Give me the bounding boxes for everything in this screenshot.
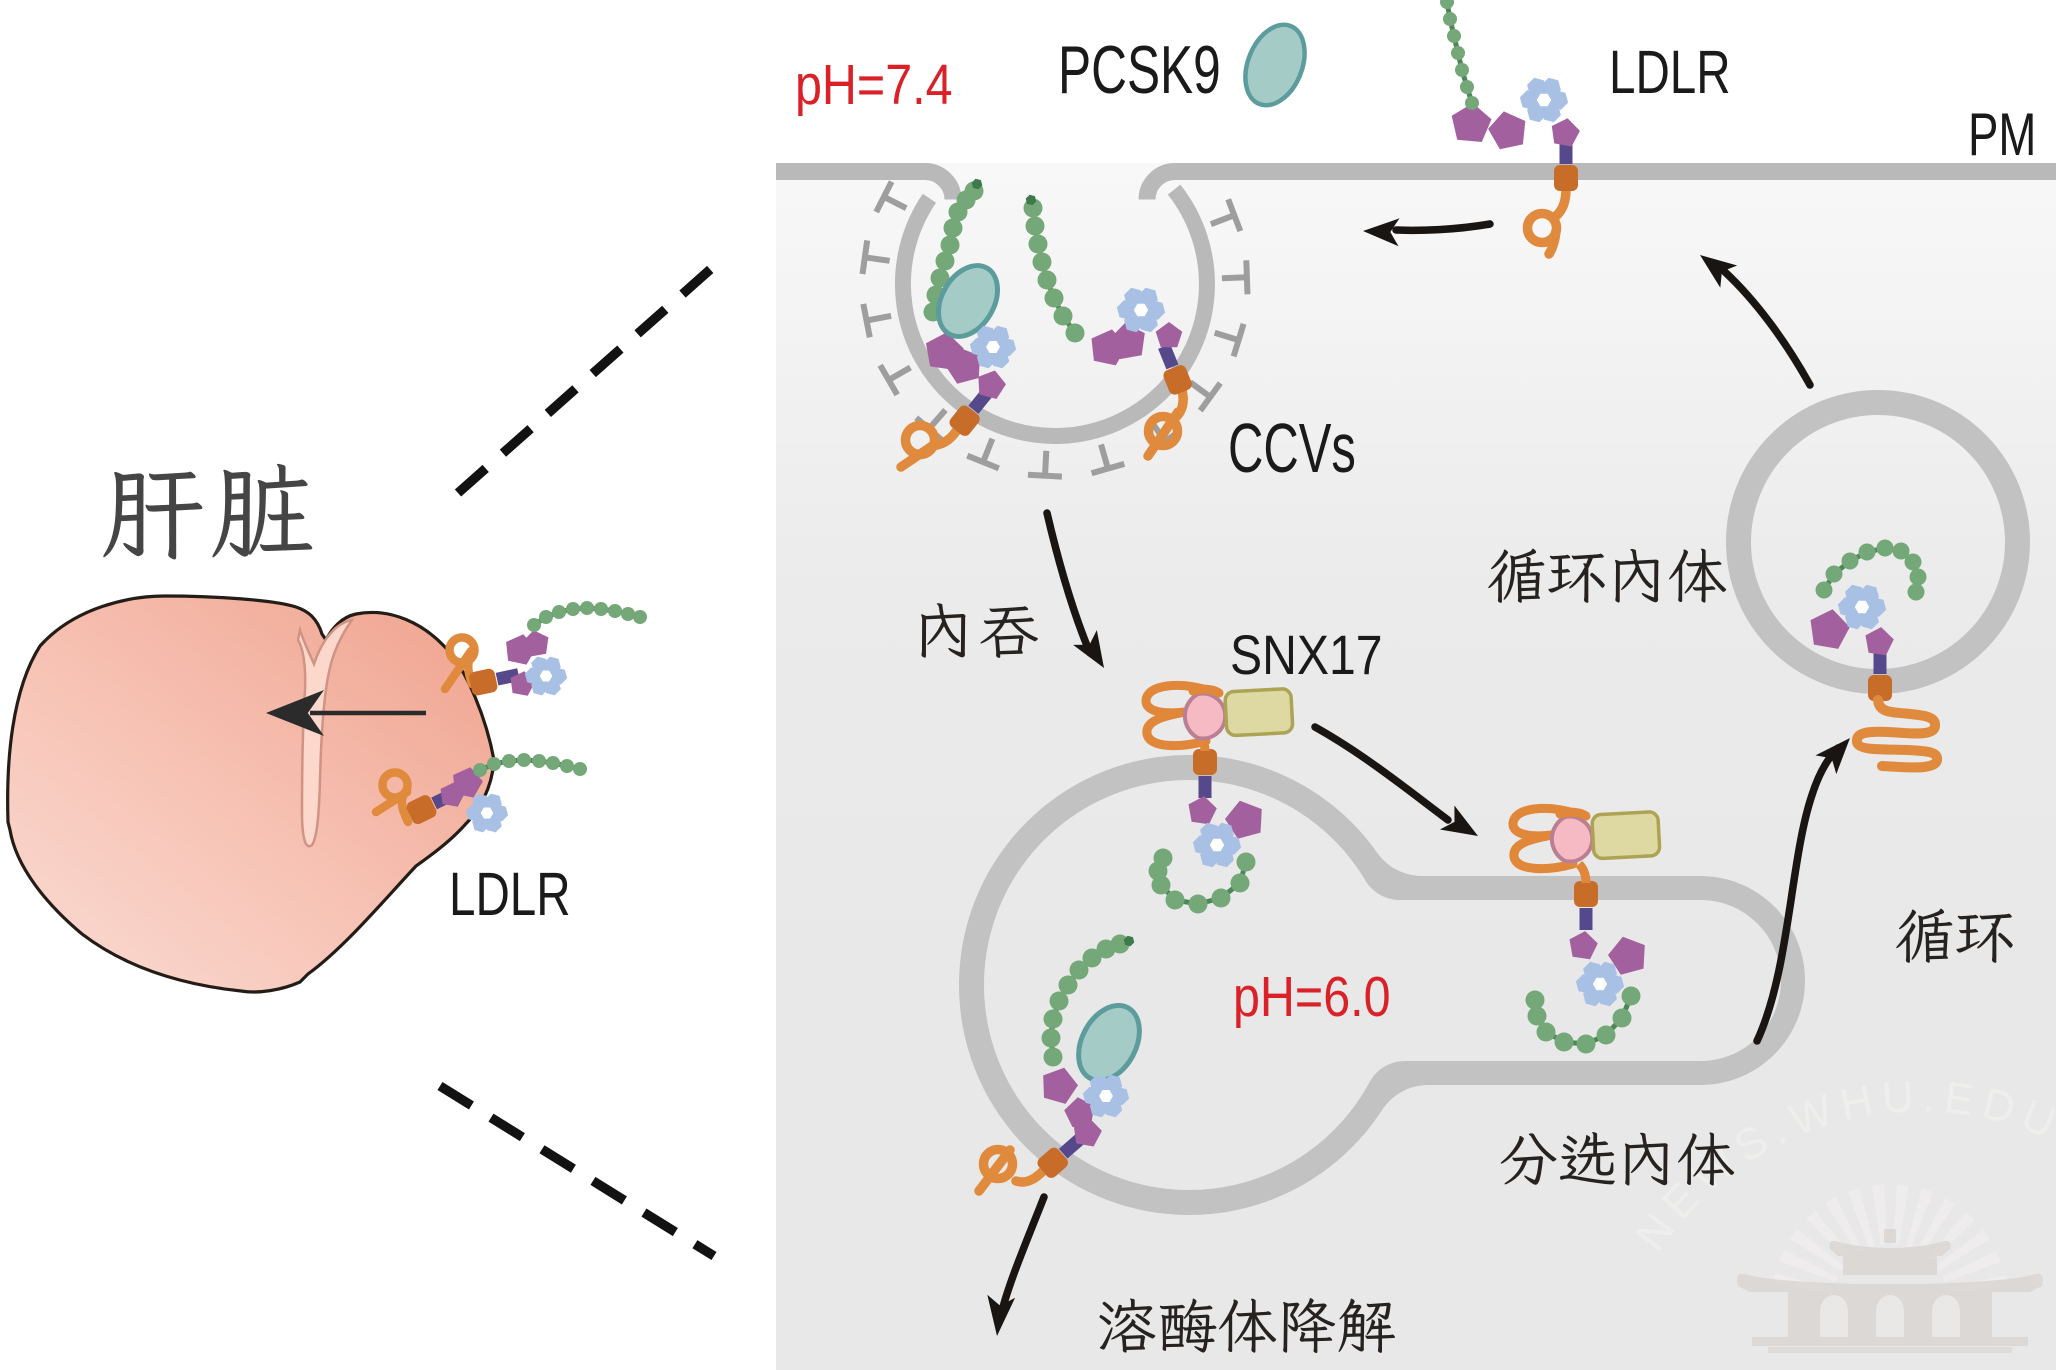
svg-text:PCSK9: PCSK9 — [1058, 31, 1221, 108]
svg-text:CCVs: CCVs — [1228, 408, 1356, 487]
svg-text:PM: PM — [1968, 102, 2036, 168]
svg-text:LDLR: LDLR — [449, 859, 571, 928]
svg-text:pH=7.4: pH=7.4 — [795, 53, 953, 117]
svg-text:LDLR: LDLR — [1609, 37, 1731, 106]
svg-text:pH=6.0: pH=6.0 — [1233, 965, 1391, 1029]
svg-text:SNX17: SNX17 — [1230, 625, 1383, 687]
